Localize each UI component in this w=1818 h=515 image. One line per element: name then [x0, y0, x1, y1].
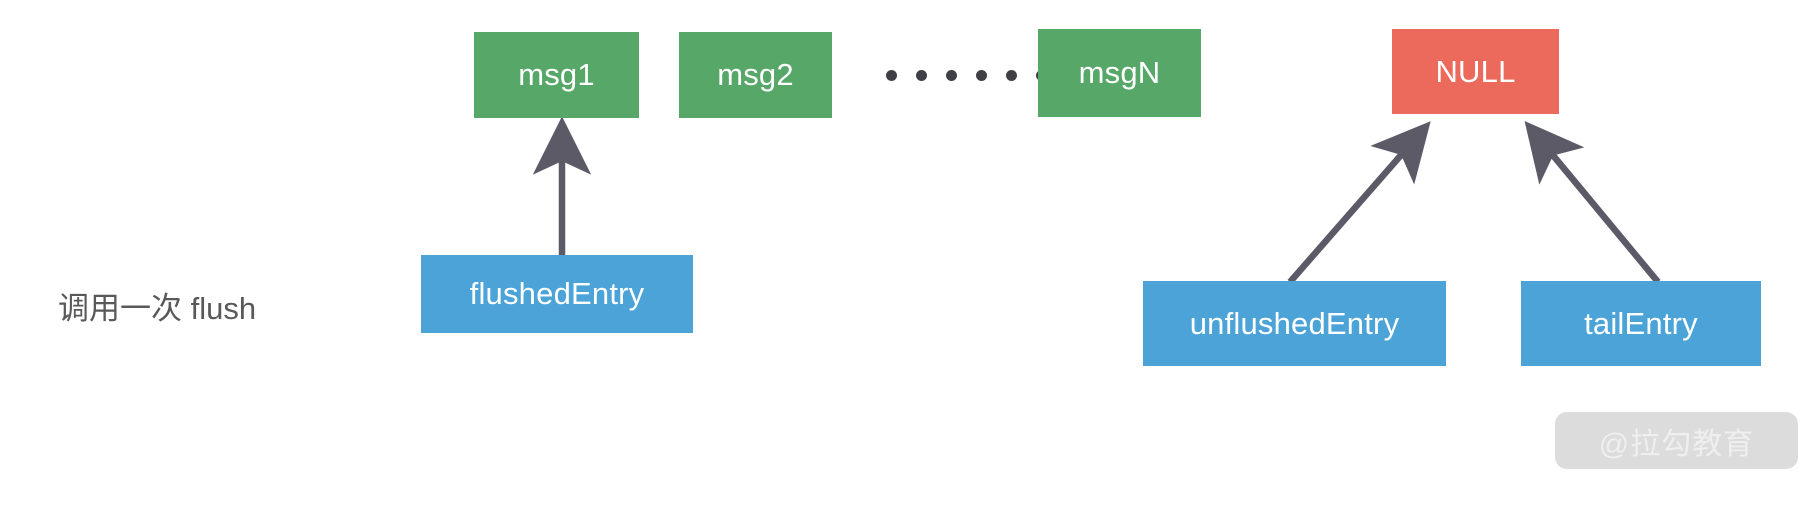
- message-box-msg1-label: msg1: [518, 57, 595, 92]
- edge-tailentry-to-null: [1524, 120, 1661, 285]
- ellipsis-dots: [886, 70, 1047, 81]
- watermark: @拉勾教育: [1555, 412, 1798, 469]
- entry-box-flushedentry: flushedEntry: [421, 255, 693, 333]
- watermark-label: @拉勾教育: [1598, 427, 1755, 461]
- entry-box-tailentry-label: tailEntry: [1584, 305, 1698, 341]
- entry-box-flushedentry-label: flushedEntry: [469, 276, 645, 311]
- message-box-msg1: msg1: [474, 32, 639, 118]
- edge-unflushedentry-to-null: [1287, 121, 1431, 285]
- entry-box-unflushedentry: unflushedEntry: [1143, 281, 1446, 366]
- ellipsis-dot: [976, 70, 987, 81]
- ellipsis-dot: [886, 70, 897, 81]
- ellipsis-dot: [946, 70, 957, 81]
- message-box-msgn-label: msgN: [1078, 55, 1161, 90]
- entry-box-unflushedentry-label: unflushedEntry: [1189, 305, 1400, 341]
- ellipsis-dot: [916, 70, 927, 81]
- null-box: NULL: [1392, 29, 1559, 114]
- ellipsis-dot: [1006, 70, 1017, 81]
- message-box-msgn: msgN: [1038, 29, 1201, 117]
- entry-box-tailentry: tailEntry: [1521, 281, 1761, 366]
- message-box-msg2-label: msg2: [717, 57, 794, 92]
- message-box-msg2: msg2: [679, 32, 832, 118]
- flush-caption: 调用一次 flush: [58, 291, 257, 326]
- null-box-label: NULL: [1435, 53, 1516, 89]
